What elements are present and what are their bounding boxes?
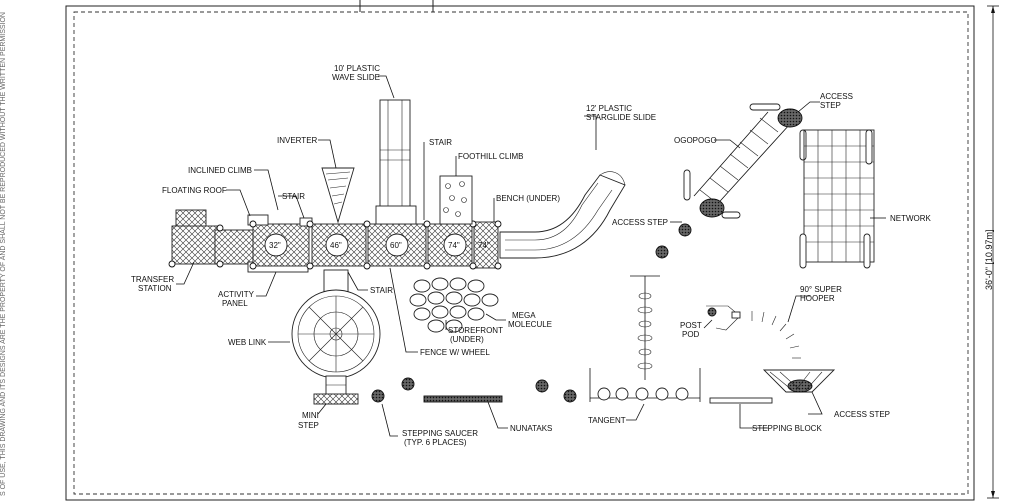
label-hooper-1: 90° SUPER [800,285,842,294]
label-storefront-2: (UNDER) [450,335,484,344]
label-activity-2: PANEL [222,299,248,308]
ogopogo [683,103,807,219]
label-starglide-1: 12' PLASTIC [586,104,632,113]
label-mini-step-2: STEP [298,421,319,430]
main-play-structure [168,209,502,273]
wave-slide [375,99,417,225]
label-inverter: INVERTER [277,136,318,145]
inverter [321,167,355,224]
label-network: NETWORK [890,214,932,223]
label-access-step-top-2: STEP [820,101,841,110]
label-access-step-top-1: ACCESS [820,92,853,101]
label-stair-left: STAIR [282,192,305,201]
deck-height-32: 32" [269,241,281,250]
label-transfer-2: STATION [138,284,172,293]
label-mega-2: MOLECULE [508,320,552,329]
label-mega-1: MEGA [512,311,536,320]
label-activity-1: ACTIVITY [218,290,255,299]
deck-height-74a: 74" [448,241,460,250]
mega-molecule [409,277,499,333]
label-web-link: WEB LINK [228,338,267,347]
super-hooper [741,311,836,393]
label-wave-slide-2: WAVE SLIDE [332,73,380,82]
label-post-pod-1: POST [680,321,702,330]
drawing-border [65,0,975,501]
nunataks [423,395,503,403]
deck-height-74b: 74" [478,241,490,250]
label-saucer-1: STEPPING SAUCER [402,429,478,438]
label-mini-step-1: MINI [302,411,319,420]
label-nunataks: NUNATAKS [510,424,552,433]
label-stair-bottom: STAIR [370,286,393,295]
web-link [291,269,381,379]
label-transfer-1: TRANSFER [131,275,174,284]
stepping-saucers [371,223,692,403]
label-fence-wheel: FENCE W/ WHEEL [420,348,490,357]
label-floating-roof: FLOATING ROOF [162,186,227,195]
label-hooper-2: HOOPER [800,294,835,303]
foothill-climb [439,175,473,225]
label-bench-under: BENCH (UNDER) [496,194,560,203]
label-post-pod-2: POD [682,330,700,339]
deck-height-46: 46" [330,241,342,250]
label-inclined-climb: INCLINED CLIMB [188,166,252,175]
label-tangent: TANGENT [588,416,626,425]
label-storefront-1: STOREFRONT [448,326,503,335]
label-stair-top: STAIR [429,138,452,147]
leader-lines [176,75,886,437]
deck-height-60: 60" [390,241,402,250]
post-pod [706,305,741,331]
dimension-line [987,5,999,499]
label-access-step-bottom: ACCESS STEP [834,410,890,419]
label-starglide-2: STARGLIDE SLIDE [586,113,656,122]
label-wave-slide-1: 10' PLASTIC [334,64,380,73]
network-net [799,129,875,269]
label-access-step-mid: ACCESS STEP [612,218,668,227]
label-ogopogo: OGOPOGO [674,136,717,145]
tangent [589,275,701,402]
side-note: S OF USE, THIS DRAWING AND ITS DESIGNS A… [0,12,7,496]
dimension-label: 36'-0" [10.97m] [984,230,994,290]
starglide-slide [499,171,626,259]
label-foothill-climb: FOOTHILL CLIMB [458,152,524,161]
label-stepping-block: STEPPING BLOCK [752,424,822,433]
label-saucer-2: (TYP. 6 PLACES) [404,438,467,447]
stepping-block [709,397,773,404]
mini-step [313,375,359,405]
